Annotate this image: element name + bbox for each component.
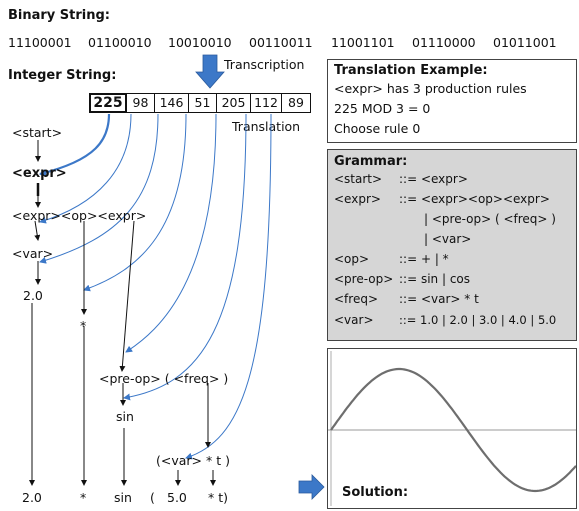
example-title: Translation Example: xyxy=(334,63,488,78)
grammar-rhs: ::= <expr> xyxy=(399,172,468,186)
deriv-sin: sin xyxy=(116,409,134,424)
integer-title: Integer String: xyxy=(8,68,117,83)
translation-example-box: Translation Example: <expr> has 3 produc… xyxy=(327,59,577,143)
grammar-lhs: <start> xyxy=(334,172,383,186)
integer-cell: 225 xyxy=(89,93,127,113)
deriv-expr-op-expr: <expr><op><expr> xyxy=(12,208,147,223)
binary-byte: 01011001 xyxy=(493,35,557,50)
translation-curve xyxy=(39,113,111,176)
final-token: sin xyxy=(114,490,132,505)
grammar-rhs: ::= + | * xyxy=(399,252,449,266)
grammar-lhs: <freq> xyxy=(334,292,379,306)
transcription-arrow xyxy=(195,54,225,89)
translation-curve xyxy=(39,113,159,264)
deriv-start: <start> xyxy=(12,125,63,140)
binary-title: Binary String: xyxy=(8,8,111,23)
integer-cell: 205 xyxy=(216,93,251,113)
grammar-lhs: <var> xyxy=(334,313,374,327)
integer-row: 225 98 146 51 205 112 89 xyxy=(89,93,311,113)
translation-curve xyxy=(125,113,217,353)
grammar-rhs: ::= <expr><op><expr> xyxy=(399,192,550,206)
grammar-box: Grammar: <start> ::= <expr> <expr> ::= <… xyxy=(327,149,577,341)
grammar-rhs: ::= sin | cos xyxy=(399,272,471,286)
binary-byte: 01110000 xyxy=(412,35,476,50)
binary-byte: 11100001 xyxy=(8,35,72,50)
binary-byte: 10010010 xyxy=(168,35,232,50)
translation-curve xyxy=(83,113,187,292)
solution-plot xyxy=(328,351,576,506)
translation-label: Translation xyxy=(232,119,301,134)
translation-curve xyxy=(39,113,132,224)
solution-box: Solution: xyxy=(327,348,577,509)
integer-cell: 112 xyxy=(250,93,282,113)
example-line: 225 MOD 3 = 0 xyxy=(334,101,431,116)
grammar-title: Grammar: xyxy=(334,154,408,169)
solution-arrow xyxy=(298,474,325,500)
grammar-lhs: <op> xyxy=(334,252,370,266)
example-line: <expr> has 3 production rules xyxy=(334,81,527,96)
example-line: Choose rule 0 xyxy=(334,121,421,136)
translation-curve xyxy=(185,113,272,460)
grammar-lhs: <expr> xyxy=(334,192,381,206)
binary-byte: 01100010 xyxy=(88,35,152,50)
integer-cell: 146 xyxy=(154,93,189,113)
binary-byte: 00110011 xyxy=(249,35,313,50)
grammar-rhs: ::= <var> * t xyxy=(399,292,479,306)
solution-label: Solution: xyxy=(342,485,409,500)
final-token: * xyxy=(80,490,87,505)
final-token: 2.0 xyxy=(22,490,42,505)
deriv-value: 2.0 xyxy=(23,288,43,303)
final-token: 5.0 xyxy=(167,490,187,505)
grammar-rhs: | <var> xyxy=(424,232,472,246)
translation-curve xyxy=(123,113,247,401)
final-token: * t) xyxy=(208,490,229,505)
final-token: ( xyxy=(150,490,155,505)
binary-byte: 11001101 xyxy=(331,35,395,50)
transcription-label: Transcription xyxy=(224,57,305,72)
deriv-var-t: (<var> * t ) xyxy=(156,453,230,468)
deriv-expr: <expr> xyxy=(12,166,67,181)
grammar-rhs: ::= 1.0 | 2.0 | 3.0 | 4.0 | 5.0 xyxy=(399,313,557,327)
deriv-op-star: * xyxy=(80,318,87,333)
plot-curve xyxy=(330,367,576,493)
integer-cell: 89 xyxy=(281,93,311,113)
integer-cell: 51 xyxy=(188,93,217,113)
grammar-lhs: <pre-op> xyxy=(334,272,394,286)
deriv-preop-freq: <pre-op> ( <freq> ) xyxy=(99,371,229,386)
deriv-var: <var> xyxy=(12,246,54,261)
grammar-rhs: | <pre-op> ( <freq> ) xyxy=(424,212,556,226)
